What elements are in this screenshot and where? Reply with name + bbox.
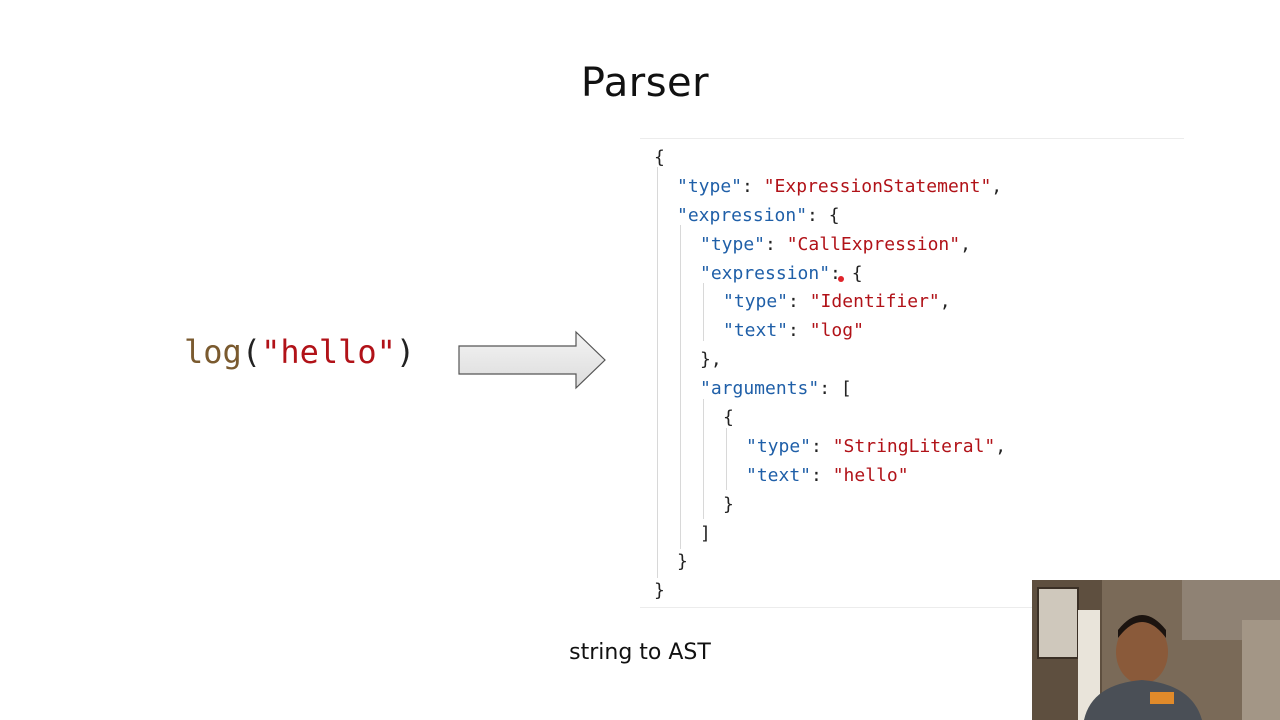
- json-punctuation: },: [700, 349, 722, 371]
- right-arrow-icon: [458, 330, 606, 390]
- json-string: "hello": [832, 464, 909, 486]
- json-string: "StringLiteral": [832, 435, 996, 457]
- source-string-argument: "hello": [261, 333, 396, 371]
- json-punctuation: {: [723, 407, 734, 429]
- slide-caption: string to AST: [569, 640, 711, 665]
- json-punctuation: : {: [830, 262, 863, 284]
- json-key: "text": [723, 320, 789, 342]
- json-punctuation: ,: [991, 175, 1003, 197]
- ast-code-lines: {"type": "ExpressionStatement","expressi…: [654, 144, 1006, 606]
- source-open-paren: (: [241, 333, 262, 371]
- code-line: "type": "Identifier",: [654, 288, 1006, 317]
- json-punctuation: :: [742, 175, 764, 197]
- json-punctuation: :: [811, 435, 833, 457]
- code-line: }: [654, 577, 1006, 606]
- json-punctuation: :: [788, 320, 810, 342]
- json-punctuation: :: [811, 464, 833, 486]
- json-string: "ExpressionStatement": [763, 175, 992, 197]
- webcam-overlay: [1032, 580, 1280, 720]
- code-line: "text": "log": [654, 317, 1006, 346]
- json-punctuation: ]: [700, 522, 711, 544]
- json-string: "Identifier": [809, 291, 940, 313]
- indent-guide: [726, 428, 727, 490]
- code-line: "type": "ExpressionStatement",: [654, 173, 1006, 202]
- json-key: "type": [677, 175, 743, 197]
- json-punctuation: :: [765, 233, 787, 255]
- indent-guide: [657, 167, 658, 578]
- indent-guide: [703, 283, 704, 341]
- source-function-name: log: [184, 333, 242, 371]
- code-line: },: [654, 346, 1006, 375]
- json-string: "CallExpression": [786, 233, 961, 255]
- json-punctuation: ,: [960, 233, 971, 255]
- json-punctuation: : [: [819, 378, 852, 400]
- code-line: "expression": {: [654, 260, 1006, 289]
- json-key: "expression": [677, 204, 808, 226]
- code-line: }: [654, 548, 1006, 577]
- code-line: {: [654, 144, 1006, 173]
- mouse-pointer-dot: [838, 276, 844, 282]
- json-key: "type": [723, 291, 789, 313]
- json-key: "expression": [700, 262, 831, 284]
- json-punctuation: }: [654, 580, 665, 602]
- code-line: "arguments": [: [654, 375, 1006, 404]
- json-key: "text": [746, 464, 812, 486]
- code-line: "text": "hello": [654, 462, 1006, 491]
- json-key: "type": [700, 233, 766, 255]
- code-line: "type": "CallExpression",: [654, 231, 1006, 260]
- json-punctuation: {: [654, 147, 665, 168]
- indent-guide: [703, 399, 704, 519]
- code-line: "expression": {: [654, 202, 1006, 231]
- code-line: {: [654, 404, 1006, 433]
- json-punctuation: :: [788, 291, 810, 313]
- indent-guide: [680, 225, 681, 549]
- json-key: "type": [746, 435, 812, 457]
- code-line: ]: [654, 520, 1006, 549]
- json-string: "log": [809, 320, 864, 342]
- code-line: }: [654, 491, 1006, 520]
- source-code: log("hello"): [184, 336, 415, 368]
- json-punctuation: ,: [995, 435, 1007, 457]
- json-key: "arguments": [700, 378, 820, 400]
- json-punctuation: }: [677, 551, 688, 573]
- ast-code-panel: {"type": "ExpressionStatement","expressi…: [640, 138, 1184, 608]
- code-line: "type": "StringLiteral",: [654, 433, 1006, 462]
- json-punctuation: : {: [807, 204, 840, 226]
- json-punctuation: ,: [939, 291, 951, 313]
- source-close-paren: ): [395, 333, 416, 371]
- json-punctuation: }: [723, 493, 734, 515]
- slide-title: Parser: [580, 60, 710, 106]
